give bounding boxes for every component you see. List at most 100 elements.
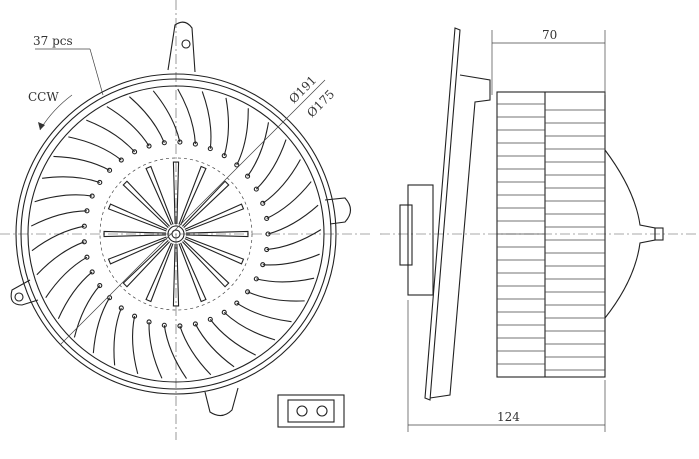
blade xyxy=(266,229,322,251)
blade-tip xyxy=(264,215,270,222)
blade xyxy=(106,106,150,147)
blade xyxy=(256,277,315,283)
blade xyxy=(73,285,101,338)
blade-tip xyxy=(118,157,124,163)
hub-spoke xyxy=(178,242,207,303)
blade xyxy=(255,139,287,190)
hub-spoke xyxy=(107,203,168,232)
housing-outer-ring xyxy=(15,73,337,395)
blade-tip xyxy=(253,186,259,192)
diameter-dimension-line xyxy=(59,79,326,346)
blade xyxy=(53,155,110,171)
blade xyxy=(129,96,165,143)
blade-tip xyxy=(97,282,103,289)
front-view: 37 pcs CCW Ø191 Ø175 xyxy=(0,0,372,440)
blade-tip xyxy=(265,231,271,237)
blade-tip xyxy=(192,141,198,147)
blade xyxy=(131,316,139,375)
hub-spoke xyxy=(172,243,180,307)
blade xyxy=(247,122,270,177)
blade-tip xyxy=(81,223,87,229)
blade xyxy=(267,204,319,235)
blade xyxy=(31,225,85,252)
blade xyxy=(68,136,122,161)
blade xyxy=(152,90,181,143)
blade xyxy=(201,91,212,149)
blade xyxy=(247,291,305,302)
blade xyxy=(148,321,163,379)
blade xyxy=(57,271,93,320)
blade xyxy=(34,194,93,203)
blade-tip xyxy=(177,323,183,329)
blade-tip xyxy=(260,262,266,268)
blade xyxy=(262,253,320,266)
blade xyxy=(194,323,235,368)
blade-tip xyxy=(118,305,124,311)
housing-flange xyxy=(429,74,491,399)
blade-tip xyxy=(146,143,152,149)
connector-body xyxy=(277,394,345,428)
blade xyxy=(209,319,256,356)
overall-depth-label: 124 xyxy=(497,410,520,424)
blade-count-label: 37 pcs xyxy=(33,34,73,48)
hub-spoke xyxy=(182,180,230,228)
blade xyxy=(42,176,100,184)
blade-tip xyxy=(132,149,138,155)
housing-ring xyxy=(20,78,332,390)
blade-tip xyxy=(84,208,90,214)
hub-spoke xyxy=(107,236,168,265)
blade-tip xyxy=(107,167,113,173)
hub-spoke xyxy=(184,236,245,265)
mounting-tab-bottom xyxy=(204,387,239,417)
blade xyxy=(236,108,249,166)
mounting-tab-top xyxy=(167,21,196,73)
blade xyxy=(45,256,88,298)
hub-spokes xyxy=(103,161,249,307)
hub-spoke xyxy=(182,240,230,288)
blade-tip xyxy=(89,269,95,275)
motor-bracket xyxy=(407,184,434,296)
hub-spoke xyxy=(145,165,174,226)
blade-tip xyxy=(146,319,152,325)
wheel-outer-ring xyxy=(27,85,325,383)
blade-tip xyxy=(234,300,240,306)
blade-tip xyxy=(245,173,251,179)
blade-tip xyxy=(132,313,138,319)
blade-tip xyxy=(245,289,251,295)
hub-spoke xyxy=(122,240,170,288)
mounting-tab-left xyxy=(10,279,39,306)
mount-hole-left xyxy=(14,292,24,302)
blower-wheel xyxy=(496,91,606,378)
blade-tip xyxy=(97,179,103,186)
blade xyxy=(262,159,301,204)
rotation-arrowhead-icon xyxy=(38,122,45,130)
blade xyxy=(30,210,87,227)
blade xyxy=(92,297,111,354)
shaft xyxy=(171,229,181,239)
blade-tip xyxy=(89,193,95,199)
hub-spoke xyxy=(103,230,167,238)
wheel-width-label: 70 xyxy=(542,28,557,42)
wheel-inner-ring xyxy=(99,157,253,311)
hub-spoke xyxy=(145,242,174,303)
blade-tip xyxy=(260,200,266,206)
motor-cone xyxy=(604,149,656,319)
blade-tip xyxy=(192,321,198,327)
blade xyxy=(86,119,135,153)
blade xyxy=(177,88,196,145)
side-view: 70 124 xyxy=(380,27,699,432)
blade-tip xyxy=(161,140,167,146)
electrical-connector xyxy=(277,394,345,428)
blades xyxy=(30,88,322,379)
connector-pin-1 xyxy=(296,405,308,417)
hub-spoke xyxy=(172,161,180,225)
hub-spoke xyxy=(122,180,170,228)
blade-tip xyxy=(84,254,90,260)
blade xyxy=(163,325,187,379)
blade xyxy=(36,241,85,276)
hub-spoke xyxy=(185,230,249,238)
blade-tip xyxy=(177,139,183,145)
mounting-plate xyxy=(424,27,461,401)
blade-tip xyxy=(221,153,227,159)
hub xyxy=(167,225,185,243)
